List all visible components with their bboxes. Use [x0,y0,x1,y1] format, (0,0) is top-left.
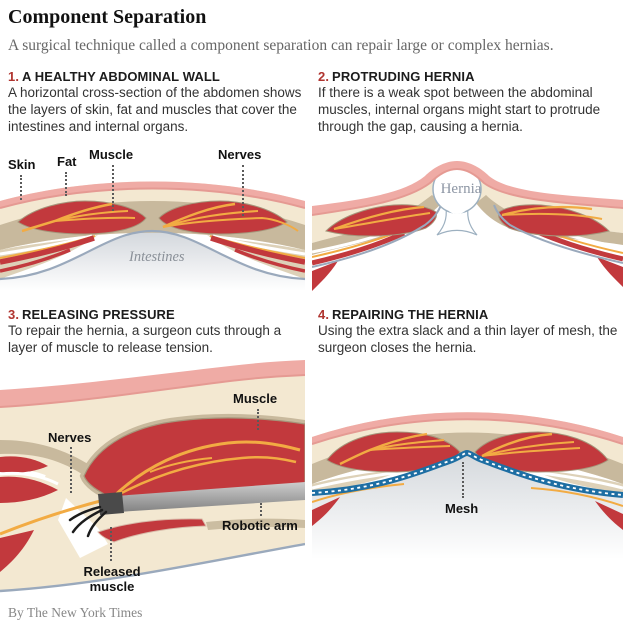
nerve-branches-left [21,202,136,233]
peritoneum-line [0,229,305,281]
leader-mesh [462,462,464,498]
nerve-branches [110,440,301,500]
muscle-right [498,204,610,237]
intestines-area [312,455,623,578]
panel-1-number: 1. [8,69,20,84]
nerve-edge-right [530,487,623,507]
deep-muscle2-left [0,248,71,273]
muscle-sliver-a [0,456,48,473]
corner-muscle-right [597,257,623,287]
fascia-strip-left [0,440,88,478]
leader-muscle-1 [112,165,114,211]
skin-layer [0,360,305,407]
illustration-healthy-abdominal-wall [0,181,305,291]
leader-muscle-3 [257,409,259,430]
panel-4-heading-text: REPAIRING THE HERNIA [332,307,489,322]
panel-3-number: 3. [8,307,20,322]
label-muscle-1: Muscle [89,147,134,162]
gap-right [212,234,305,256]
fascia-left [312,195,442,255]
peritoneum-right [493,204,623,264]
panel-3-body: To repair the hernia, a surgeon cuts thr… [8,323,282,355]
leader-fat [65,172,67,196]
deep-muscle-left [312,230,406,266]
robotic-arm-claw [68,505,108,538]
label-skin: Skin [8,157,36,172]
skin-under-edge [0,187,305,209]
robotic-arm-tip [98,492,124,515]
muscle-left [17,200,147,235]
panel-1-heading: 1.A HEALTHY ABDOMINAL WALL [8,69,220,85]
leader-robotic-arm [260,503,262,516]
cut-gap [58,498,108,558]
panel-4-body: Using the extra slack and a thin layer o… [318,323,618,355]
panel-2-body: If there is a weak spot between the abdo… [318,85,601,134]
label-robotic-arm: Robotic arm [222,518,298,533]
corner-muscle-right [595,501,623,530]
gap-mid-left [0,471,59,486]
gap-left [312,470,401,490]
illustration-protruding-hernia [312,161,623,291]
panel-1-heading-text: A HEALTHY ABDOMINAL WALL [22,69,220,84]
muscle-corner-lower-left [0,530,34,572]
label-intestines: Intestines [129,249,185,265]
leader-released-muscle [110,527,112,561]
intestines-area [0,232,305,291]
skin-under-edge [312,418,623,445]
panel-2-number: 2. [318,69,330,84]
skin-layer [0,181,305,208]
panel-3-heading-text: RELEASING PRESSURE [22,307,175,322]
peritoneum-line [0,542,305,593]
deep-muscle2-right [234,248,305,273]
page-subtitle: A surgical technique called a component … [8,37,554,54]
panel-4-heading: 4.REPAIRING THE HERNIA [318,307,488,323]
released-muscle-shape [97,518,207,543]
deep-muscle-right [210,235,305,265]
illustration-releasing-pressure [0,360,305,593]
gap-right [534,470,623,490]
label-fat: Fat [57,154,77,169]
label-nerves-1: Nerves [218,147,262,162]
leader-nerves-1 [242,165,244,216]
byline: By The New York Times [8,605,143,620]
leader-skin [20,175,22,200]
fascia-under-arm [206,518,305,530]
nerve-branches-left [333,205,431,231]
deep-muscle-left [0,235,95,265]
nerve-branches-right [162,202,299,232]
page-title: Component Separation [8,6,207,28]
muscle-right [158,200,288,235]
mesh-band [312,449,623,498]
muscle-sliver-b [0,476,58,503]
corner-muscle-left [312,497,340,526]
hernia-sac-neck-join [446,196,468,214]
panel-3-heading: 3.RELEASING PRESSURE [8,307,175,323]
gap-left [0,234,93,256]
illustration-repairing-hernia [312,412,623,578]
panel-2-heading-text: PROTRUDING HERNIA [332,69,475,84]
label-released-muscle: Released muscle [83,564,141,594]
nerve-branches-right [501,205,603,220]
corner-muscle-left [312,261,338,291]
label-nerves-3: Nerves [48,430,92,445]
panel-2-heading: 2.PROTRUDING HERNIA [318,69,475,85]
robotic-arm-shaft [116,482,305,512]
panel-1-body: A horizontal cross-section of the abdome… [8,85,302,134]
label-muscle-3: Muscle [233,391,278,406]
label-hernia: Hernia [440,181,482,197]
panel-4-number: 4. [318,307,330,322]
skin-under-edge [312,167,623,216]
skin-layer [312,412,623,444]
peritoneum-left [312,204,442,268]
nerve-branches-left [339,432,451,466]
leader-nerves-3 [70,447,72,493]
nerve-branches-right [481,432,581,458]
label-mesh: Mesh [445,501,479,516]
skin-under-edge [0,374,305,408]
